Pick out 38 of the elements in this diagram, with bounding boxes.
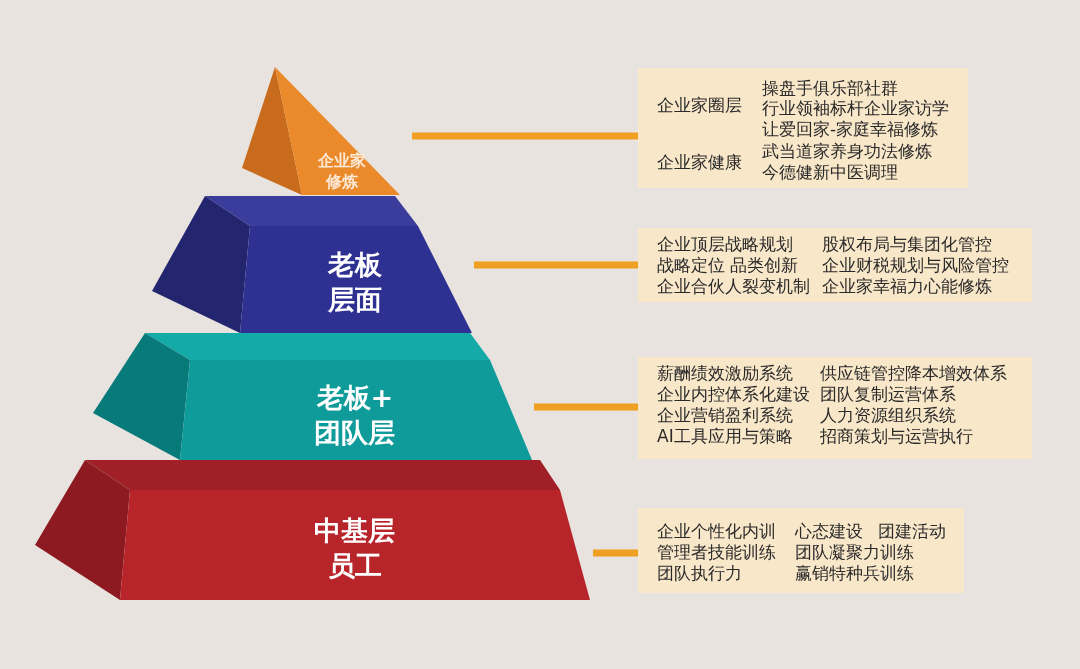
list-item: 企业财税规划与风险管控 (822, 255, 1009, 276)
tier-label: 老板层面 (326, 248, 383, 318)
list-item: 心态建设 (795, 521, 863, 542)
list-item: 让爱回家-家庭幸福修炼 (762, 119, 939, 140)
list-item: 管理者技能训练 (657, 542, 776, 563)
list-item: 人力资源组织系统 (820, 405, 956, 426)
list-item: 行业领袖标杆企业家访学 (762, 98, 949, 119)
list-item: 招商策划与运营执行 (820, 426, 973, 447)
list-item: 企业个性化内训 (657, 521, 776, 542)
text-panel (638, 68, 968, 188)
text-panel (638, 508, 964, 593)
text-panel (638, 228, 1032, 302)
list-item: 操盘手俱乐部社群 (762, 78, 898, 99)
connector-line (534, 403, 638, 411)
list-item: 武当道家养身功法修炼 (762, 141, 932, 162)
list-item: 团队凝聚力训练 (795, 542, 914, 563)
tier-label: 老板+团队层 (313, 381, 397, 451)
list-item: 战略定位 品类创新 (657, 255, 799, 276)
list-item: 今德健新中医调理 (762, 162, 898, 183)
list-item: 团队复制运营体系 (820, 384, 956, 405)
text-panel (638, 357, 1032, 459)
tier-label: 中基层员工 (313, 514, 397, 584)
list-item: AI工具应用与策略 (657, 426, 793, 447)
tier-label: 企业家修炼 (317, 151, 367, 193)
list-item: 供应链管控降本增效体系 (820, 363, 1007, 384)
list-item: 赢销特种兵训练 (795, 563, 914, 584)
list-item: 企业合伙人裂变机制 (657, 276, 810, 297)
list-item: 企业营销盈利系统 (657, 405, 793, 426)
list-item: 股权布局与集团化管控 (822, 234, 992, 255)
panel-heading: 企业家圈层 (657, 95, 742, 116)
list-item: 企业内控体系化建设 (657, 384, 810, 405)
list-item: 团队执行力 (657, 563, 742, 584)
panel-heading: 企业家健康 (657, 152, 742, 173)
list-item: 企业家幸福力心能修炼 (822, 276, 992, 297)
connector-line (474, 261, 638, 269)
list-item: 团建活动 (878, 521, 946, 542)
list-item: 薪酬绩效激励系统 (657, 363, 793, 384)
list-item: 企业顶层战略规划 (657, 234, 793, 255)
